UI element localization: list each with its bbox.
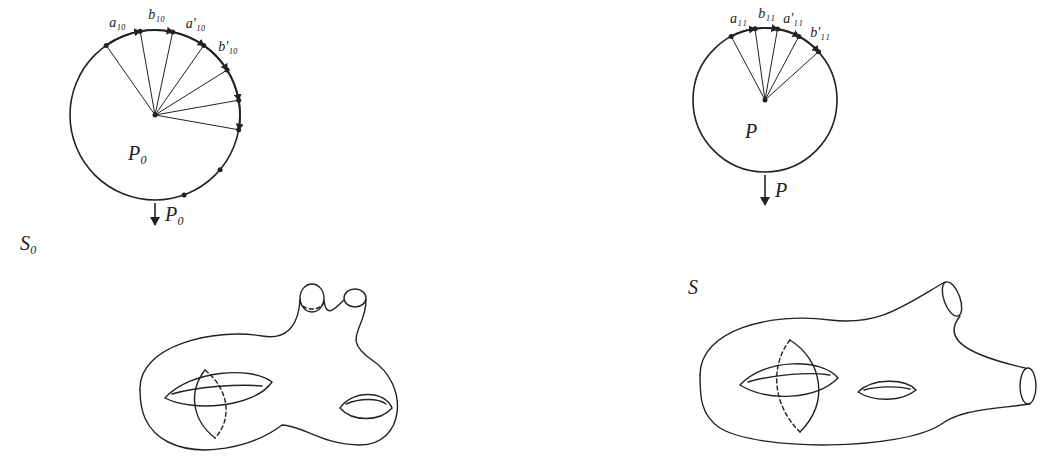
surface-name: S <box>688 276 698 298</box>
arc-label: a'₁₁ <box>783 11 803 26</box>
map-name: P <box>775 179 787 201</box>
surface: S <box>680 206 1042 456</box>
disc-outline <box>70 30 240 200</box>
disc: P <box>693 28 837 172</box>
domain-name: P₀ <box>128 142 147 164</box>
map-name: P₀ <box>165 203 184 225</box>
arc-label: b'₁₁ <box>810 25 830 40</box>
domain-name: P <box>745 120 757 142</box>
arc-label: b₁₁ <box>758 6 775 21</box>
arc-label: b'₁₀ <box>218 39 238 54</box>
surface-name: S₀ <box>20 232 37 254</box>
disc: P₀ <box>70 30 240 200</box>
arc-label: a₁₁ <box>730 11 747 26</box>
surface: S₀ <box>15 226 410 458</box>
arc-label: a₁₀ <box>109 15 126 30</box>
arc-label: b₁₀ <box>148 7 165 22</box>
disc-outline <box>693 28 837 172</box>
map-arrow <box>764 175 766 205</box>
map-arrow <box>154 203 156 225</box>
arc-label: a'₁₀ <box>186 16 206 31</box>
